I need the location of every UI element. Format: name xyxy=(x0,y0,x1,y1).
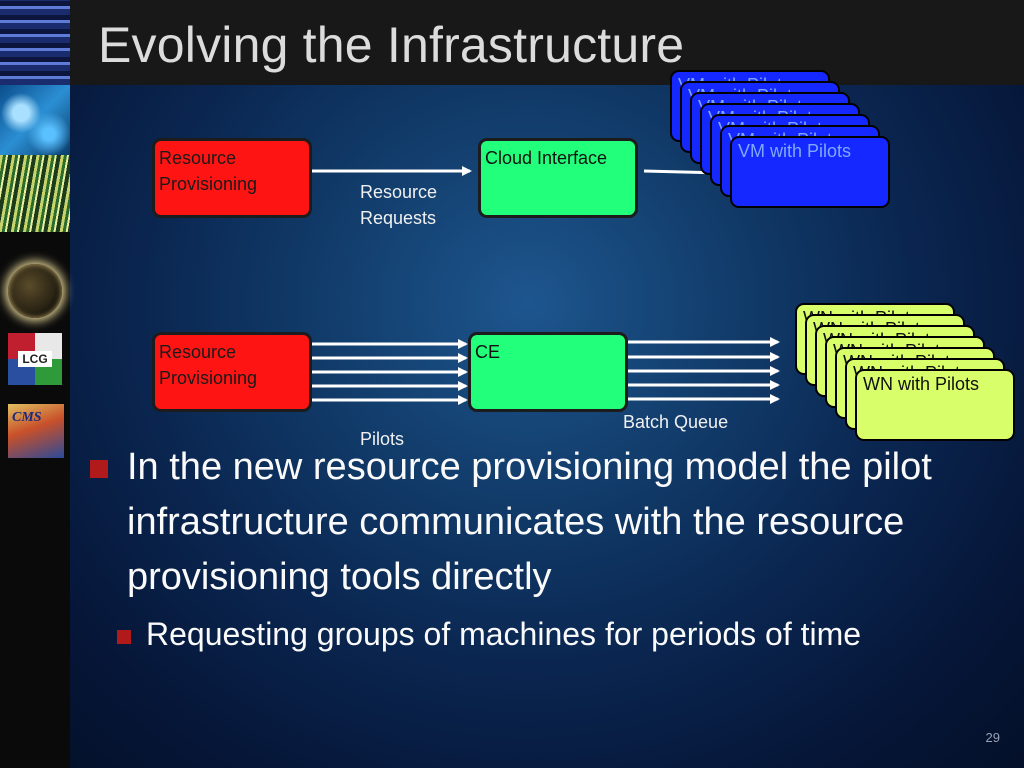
bullet-square-icon xyxy=(90,460,108,478)
lcg-logo: LCG xyxy=(8,333,62,385)
globe-logo xyxy=(8,264,62,318)
cms-logo-text: CMS xyxy=(12,410,42,425)
page-number: 29 xyxy=(985,730,1000,745)
title-bar xyxy=(70,0,1024,85)
batch-queue-arrows xyxy=(628,337,780,404)
sidebar-strip: LCG CMS xyxy=(0,0,70,768)
cables-image xyxy=(0,155,70,232)
ce-label: CE xyxy=(475,342,501,362)
cloud-interface-label: Cloud Interface xyxy=(485,148,608,168)
server-rack-image xyxy=(0,0,70,85)
resource-provisioning-box-cloud: Resource Provisioning xyxy=(152,138,312,218)
resource-requests-label: Resource Requests xyxy=(360,182,438,228)
resource-provisioning-label: Resource Provisioning xyxy=(159,342,258,388)
network-image xyxy=(0,85,70,155)
vm-box: VM with Pilots xyxy=(730,136,890,208)
ce-box: CE xyxy=(468,332,628,412)
bullet-square-icon xyxy=(117,630,131,644)
batch-queue-label: Batch Queue xyxy=(623,412,729,432)
lcg-logo-text: LCG xyxy=(18,351,52,367)
cms-logo: CMS xyxy=(8,404,64,458)
pilot-arrows xyxy=(312,339,468,405)
bullet-sub: Requesting groups of machines for period… xyxy=(117,610,957,658)
resource-provisioning-box-grid: Resource Provisioning xyxy=(152,332,312,412)
bullet-main: In the new resource provisioning model t… xyxy=(90,440,1000,605)
pilots-label: Pilots xyxy=(360,429,405,449)
bullet-sub-text: Requesting groups of machines for period… xyxy=(146,616,862,652)
wn-box: WN with Pilots xyxy=(855,369,1015,441)
slide-title: Evolving the Infrastructure xyxy=(98,17,685,73)
cloud-interface-box: Cloud Interface xyxy=(478,138,638,218)
bullet-main-text: In the new resource provisioning model t… xyxy=(127,446,932,598)
resource-provisioning-label: Resource Provisioning xyxy=(159,148,258,194)
